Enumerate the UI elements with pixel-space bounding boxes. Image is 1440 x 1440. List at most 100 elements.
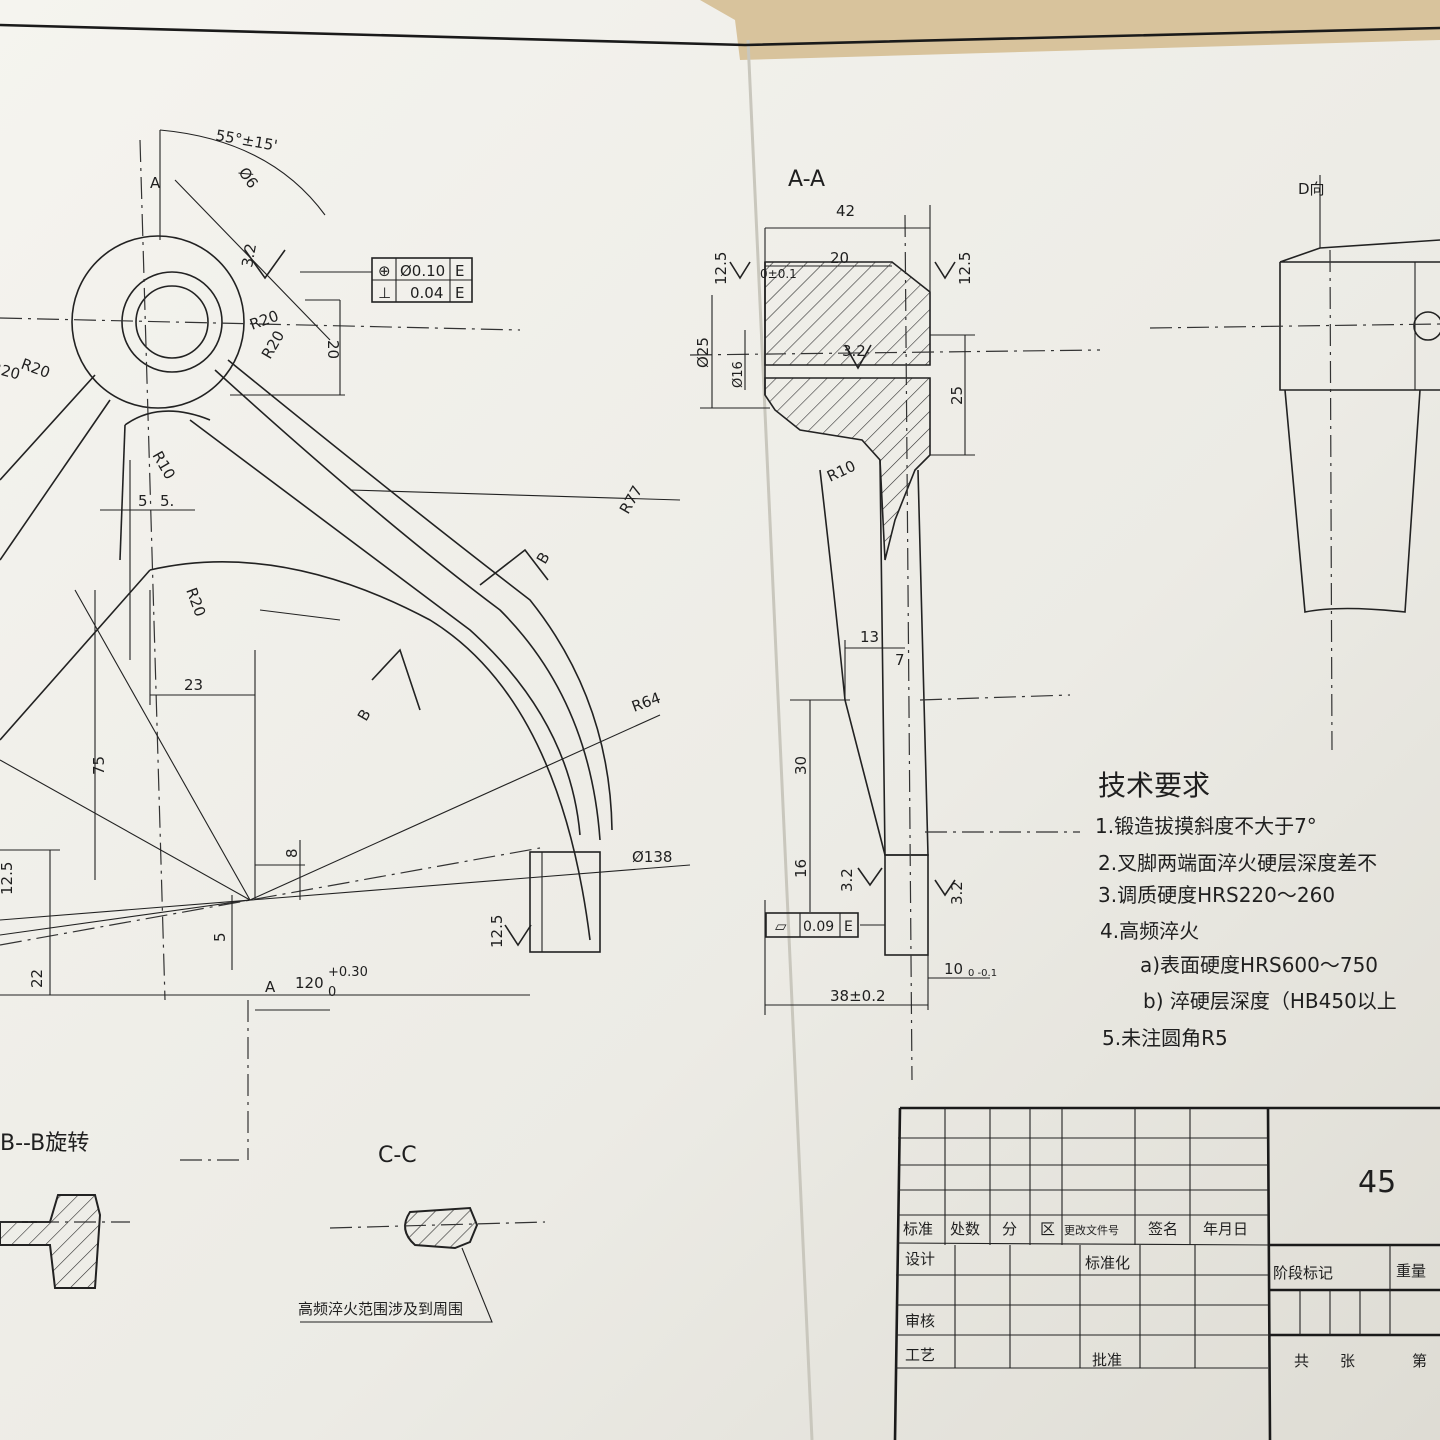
tb-division: 分: [1002, 1220, 1017, 1238]
view-d-title: D向: [1298, 180, 1325, 198]
tech-req-item-2: 2.叉脚两端面淬火硬层深度差不: [1098, 851, 1377, 875]
border-top: [0, 23, 1440, 47]
tb-date: 年月日: [1203, 1220, 1248, 1238]
section-b-mark-mid: [371, 648, 421, 711]
section-aa-view: A-A: [689, 167, 1101, 1081]
tech-req-item-5: 5.未注圆角R5: [1102, 1026, 1228, 1050]
roughness-symbol: [244, 249, 286, 280]
dim-13-label: 13: [860, 628, 879, 646]
dim-10-label: 10: [944, 960, 963, 978]
section-lower-hatch: [764, 377, 931, 561]
dim-7-label: 7: [895, 651, 905, 669]
dim-5c-label: 5: [211, 932, 229, 942]
dim-5b-label: 5.: [160, 492, 174, 510]
dia-16-label: Ø16: [731, 361, 746, 388]
centerline-aa: [904, 214, 913, 1081]
dim-120-label: 120: [295, 974, 324, 992]
fcf-perp-value: 0.04: [410, 284, 443, 302]
fcf-perp-symbol: ⊥: [378, 284, 391, 302]
dim-12-5-label: 12.5: [0, 862, 16, 895]
leader-r77: [349, 489, 681, 501]
tb-change-doc: 更改文件号: [1064, 1223, 1119, 1237]
dim-30-aa-label: 30: [792, 756, 810, 775]
fcf-position-symbol: ⊕: [378, 262, 391, 280]
tb-page: 第: [1412, 1352, 1427, 1370]
fcf-flat-value: 0.09: [803, 919, 834, 935]
title-block: 45 标准 处数 分 区 更改文件号 签名 年月日 设计 标准化 阶段标记 重量…: [893, 1106, 1440, 1440]
fcf-position-datum: E: [455, 262, 464, 280]
fcf-flat-symbol: ⏥: [775, 917, 787, 935]
tech-req-item-4: 4.高频淬火: [1100, 919, 1199, 943]
tb-standardize: 标准化: [1085, 1254, 1130, 1272]
section-aa-title: A-A: [788, 167, 825, 192]
dim-5a-label: 5: [138, 492, 148, 510]
tb-standard: 标准: [903, 1220, 933, 1238]
dim-25-aa-label: 25: [948, 386, 966, 405]
centerline-vertical: [139, 139, 166, 1001]
hub-boss: [121, 271, 223, 373]
tol-01-label: 0±0.1: [760, 267, 797, 281]
roughness-symbol-aa-l2: [857, 867, 883, 887]
section-cc-leader: [300, 1247, 493, 1323]
shank-taper: [819, 469, 886, 856]
dim-20-aa-label: 20: [830, 249, 849, 267]
roughness-symbol-aa-right: [934, 261, 956, 280]
roughness-12-5-label: 12.5: [488, 915, 506, 948]
tb-review: 审核: [905, 1312, 935, 1330]
dia-138-label: Ø138: [632, 848, 672, 866]
roughness-aa-left-label: 12.5: [712, 252, 730, 285]
tb-signature: 签名: [1148, 1220, 1178, 1238]
tb-total: 共: [1294, 1352, 1309, 1370]
tech-req-item-1: 1.锻造拔摸斜度不大于7°: [1095, 814, 1317, 838]
roughness-aa-right-label: 12.5: [956, 252, 974, 285]
dim-16-aa-label: 16: [792, 859, 810, 878]
section-bb: B--B旋转: [0, 1131, 130, 1289]
section-a-bottom-label: A: [265, 978, 276, 996]
tb-zone: 区: [1040, 1220, 1055, 1238]
dim-20-label: 20: [324, 340, 342, 359]
roughness-aa-mid-label: 3.2: [842, 342, 866, 360]
fcf-perp-datum: E: [455, 284, 464, 302]
section-bb-shape: [0, 1194, 102, 1289]
fork-arc-r77: [149, 561, 591, 941]
fork-pad: [529, 851, 601, 953]
section-b-mark-top: [479, 548, 549, 586]
centerline-hub: [0, 317, 521, 331]
leader-75: [74, 589, 251, 901]
dia-25-label: Ø25: [694, 337, 712, 368]
tb-count: 处数: [950, 1220, 980, 1238]
roughness-symbol-aa-r2: [934, 879, 956, 897]
tb-approve: 批准: [1092, 1351, 1122, 1369]
fork-inner: [124, 410, 211, 426]
fcf-position-value: Ø0.10: [400, 262, 445, 280]
r20-label-left: R20: [0, 358, 22, 383]
roughness-label: 3.2: [238, 242, 260, 269]
fork-left-edge: [0, 569, 151, 741]
dim-75-label: 75: [90, 756, 108, 775]
material-label: 45: [1358, 1165, 1396, 1200]
tech-req-title: 技术要求: [1098, 769, 1210, 802]
dim-10-tol: 0 -0.1: [968, 968, 997, 979]
view-d-head: [1279, 239, 1440, 391]
section-mark-a: A: [150, 174, 161, 192]
dim-23-label: 23: [184, 676, 203, 694]
shank-foot: [884, 854, 929, 956]
tb-stage-mark: 阶段标记: [1273, 1264, 1333, 1282]
roughness-aa-l2-label: 3.2: [838, 868, 856, 892]
section-bb-title: B--B旋转: [0, 1131, 89, 1156]
dim-8-label: 8: [283, 848, 301, 858]
hub-outer: [71, 235, 245, 409]
fcf-flat-datum: E: [844, 919, 853, 935]
tb-sheets: 张: [1340, 1352, 1355, 1370]
front-view: 55°±15' Ø6 A 3.2 ⊕ Ø0.10 E ⊥ 0.04 E R20 …: [0, 126, 691, 1161]
section-cc-note: 高频淬火范围涉及到周围: [298, 1300, 463, 1318]
dim-120-lower-tol: 0: [328, 985, 336, 1000]
dim-38-label: 38±0.2: [830, 987, 886, 1005]
view-d-shank: [1284, 389, 1421, 613]
tb-weight: 重量: [1396, 1262, 1426, 1280]
section-cc-title: C-C: [378, 1143, 417, 1168]
tech-req-item-3: 3.调质硬度HRS220～260: [1098, 883, 1335, 907]
paper-fold: [746, 39, 814, 1440]
tech-req-item-4a: a)表面硬度HRS600～750: [1140, 953, 1378, 977]
tb-process: 工艺: [905, 1346, 935, 1364]
